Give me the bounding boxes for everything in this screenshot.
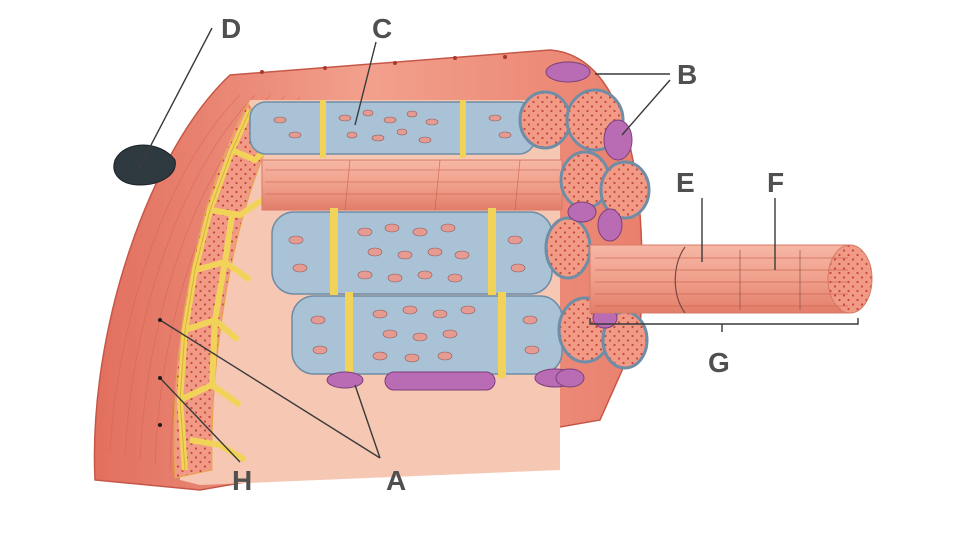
label-G: G	[708, 347, 730, 378]
labels: D C B E F G A H	[221, 13, 784, 496]
extended-myofibril	[589, 244, 873, 314]
label-F: F	[767, 167, 784, 198]
reticulum-row-2	[271, 208, 553, 298]
leader-D	[137, 27, 213, 171]
label-A: A	[386, 465, 406, 496]
leader-C	[354, 41, 377, 126]
bracket-G	[589, 318, 859, 332]
reticulum-row-1	[249, 100, 536, 158]
leader-A1	[159, 319, 381, 459]
nucleus	[113, 144, 176, 186]
label-C: C	[372, 13, 392, 44]
myofibril-top	[261, 159, 563, 211]
sarcolemma-pores	[260, 55, 507, 74]
label-E: E	[676, 167, 695, 198]
label-D: D	[221, 13, 241, 44]
leader-B2	[621, 79, 671, 136]
leader-H	[159, 377, 241, 463]
reticulum-row-3	[291, 292, 563, 378]
leader-A2	[354, 384, 381, 459]
myofibril-ends	[518, 88, 651, 370]
label-B: B	[677, 59, 697, 90]
label-H: H	[232, 465, 252, 496]
leader-lines	[137, 27, 859, 463]
